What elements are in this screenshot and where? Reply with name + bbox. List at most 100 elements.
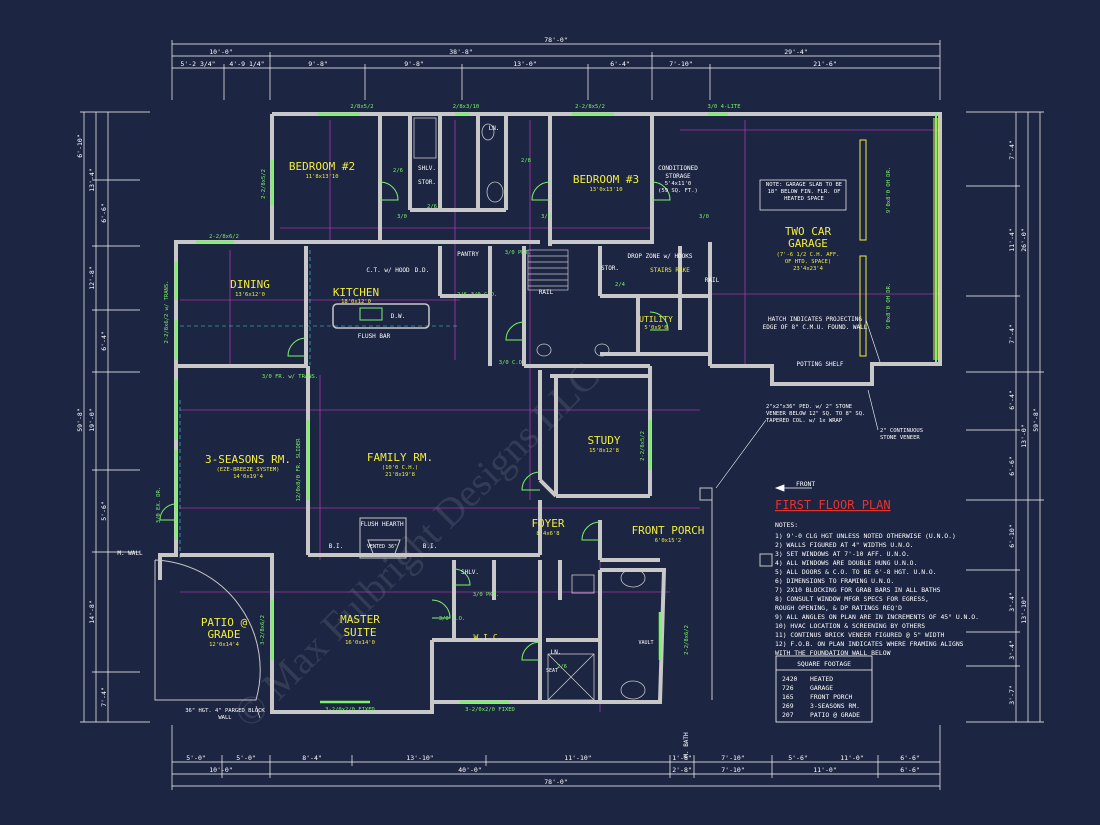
block-wall-note: 36" HGT. 4" PARGED BLOCK WALL [185, 708, 264, 721]
note-2: 2) WALLS FIGURED AT 4" WIDTHS U.N.O. [775, 541, 914, 549]
top-dim-3-2: 9'-8" [308, 60, 328, 68]
window-label-2: 2-2/8x5/2 [261, 169, 267, 199]
bottom-overall-dim: 78'-0" [544, 778, 567, 786]
label-shlv-2: SHLV. [461, 569, 479, 576]
label-bi-right: B.I. [423, 543, 437, 550]
patio-curve [154, 559, 261, 701]
right-mid-dim-0: 26'-0" [1020, 228, 1028, 251]
room-wic-label: W.I.C. [474, 633, 503, 642]
room-bedroom-2-size: 11'8x13'10 [305, 174, 338, 180]
bottom-dim-2-4: 11'-0" [813, 766, 836, 774]
label-m-wall: M. WALL [117, 550, 143, 557]
top-dim-3-3: 9'-8" [404, 60, 424, 68]
door-label-1: 2/6 [427, 204, 437, 210]
window-label-4: 2-2/8x6/2 [209, 234, 239, 240]
room-master-label: MASTER [340, 613, 380, 626]
sqft-value-3: 269 [782, 702, 794, 710]
window-fixed-left: 3-2/0x2/0 FIXED [325, 707, 375, 713]
sqft-label-1: GARAGE [810, 684, 833, 692]
sqft-value-1: 726 [782, 684, 794, 692]
label-stor: STOR. [601, 265, 619, 272]
room-study-label: STUDY [587, 434, 620, 447]
label-m-bath: M. BATH [683, 732, 690, 758]
note-3: 3) SET WINDOWS AT 7'-10 AFF. U.N.O. [775, 550, 910, 558]
label-vented: VENTED 36" [367, 544, 397, 550]
right-dim-2: 7'-4" [1008, 324, 1016, 344]
note-5: 5) ALL DOORS & C.O. TO BE 6'-8 HGT. U.N.… [775, 568, 937, 576]
door-label-10: 3/0 C.O. [499, 360, 526, 366]
window-fixed-right: 3-2/0x2/0 FIXED [465, 707, 515, 713]
top-dim-2-2: 29'-4" [784, 48, 807, 56]
label-stor-2: STOR. [418, 179, 436, 186]
bottom-dim-1-3: 13'-10" [406, 754, 433, 762]
room-dining-size: 13'6x12'0 [235, 292, 265, 298]
door-label-5: 3/0 [699, 214, 709, 220]
label-dd: D.D. [415, 267, 429, 274]
room-master-label-2: SUITE [343, 626, 376, 639]
left-dim-2: 6'-6" [100, 203, 108, 223]
bottom-dim-1-9: 6'-6" [900, 754, 920, 762]
bottom-dim-2-0: 10'-0" [209, 766, 232, 774]
door-label-7: 3/0 C.O. [471, 292, 498, 298]
fireplace [359, 517, 407, 559]
square-footage-table: SQUARE FOOTAGE 2420 HEATED 726 GARAGE 16… [775, 655, 873, 723]
door-label-8: 2/6 [457, 292, 467, 298]
door-label-13: 3/0 C.O. [439, 616, 466, 622]
front-arrow [774, 484, 812, 492]
right-dim-4: 6'-6" [1008, 456, 1016, 476]
door-label-15: 2/6 [557, 664, 567, 670]
note-7: 7) 2X10 BLOCKING FOR GRAB BARS IN ALL BA… [775, 586, 941, 594]
label-ct-hood: C.T. w/ HOOD [366, 267, 410, 274]
right-mid-dim-1: 13'-0" [1020, 424, 1028, 447]
sqft-title: SQUARE FOOTAGE [797, 660, 851, 668]
leader-lines [255, 319, 881, 719]
sqft-label-3: 3-SEASONS RM. [810, 702, 860, 710]
right-dim-5: 6'-10" [1008, 524, 1016, 547]
bottom-dim-1-5: 1'-8" [672, 754, 692, 762]
label-vault: VAULT [638, 640, 653, 646]
left-overall-dim: 59'-8" [76, 408, 84, 431]
door-label-2: 2/4 [615, 282, 626, 288]
sqft-value-0: 2420 [782, 675, 798, 683]
porch-column-note: 2"x2"x36" PED. w/ 2" STONE VENEER BELOW … [766, 404, 865, 424]
bottom-dim-1-0: 5'-0" [186, 754, 206, 762]
door-label-9: 3/0 PKT. [505, 250, 532, 256]
top-dimensions [171, 40, 941, 100]
label-flush-bar: FLUSH BAR [358, 333, 391, 340]
label-stairs-rake: STAIRS RAKE [650, 267, 690, 274]
left-dim-3: 12'-8" [88, 266, 96, 289]
garage-door-1: 9'0x8'0 OH DR. [886, 167, 892, 213]
room-storage-label: CONDITIONED [658, 165, 698, 172]
top-dim-3-7: 21'-6" [813, 60, 836, 68]
porch-columns [699, 487, 773, 700]
top-overall-dim: 78'-0" [544, 36, 567, 44]
top-dim-3-4: 13'-0" [513, 60, 536, 68]
door-swings [159, 181, 671, 661]
label-ln-2: LN. [551, 649, 562, 656]
room-garage-ceiling-2: OF HTD. SPACE) [785, 259, 831, 265]
dashed-reference-lines [179, 250, 460, 560]
label-bi-left: B.I. [329, 543, 343, 550]
window-label-1: 2/8x3/10 [453, 104, 480, 110]
left-dim-4: 6'-4" [100, 331, 108, 351]
garage-doors [859, 118, 939, 360]
room-storage-sqft: (59 SQ. FT.) [658, 188, 698, 194]
bottom-dim-1-2: 8'-4" [302, 754, 322, 762]
sqft-label-2: FRONT PORCH [810, 693, 852, 701]
room-family-size: 21'8x19'8 [385, 472, 415, 478]
room-bedroom-3-label: BEDROOM #3 [573, 173, 639, 186]
bottom-dim-2-3: 7'-10" [721, 766, 744, 774]
room-bedroom-2-label: BEDROOM #2 [289, 160, 355, 173]
notes-block: NOTES: 1) 9'-0 CLG HGT UNLESS NOTED OTHE… [775, 521, 979, 657]
room-master-size: 16'0x14'0 [345, 640, 375, 646]
door-label-16: 3/0 EX. DR. [156, 487, 162, 523]
plan-title: FIRST FLOOR PLAN [775, 498, 891, 512]
door-label-6: 2/8 [521, 158, 531, 164]
label-seat: SEAT [546, 668, 558, 674]
window-label-5: 3-2/8x6/2 [260, 615, 266, 645]
front-label: FRONT [796, 480, 815, 488]
note-12: 12) F.O.B. ON PLAN INDICATES WHERE FRAMI… [775, 640, 964, 648]
room-kitchen-size: 18'0x12'0 [341, 299, 371, 305]
right-dim-7: 3'-4" [1008, 640, 1016, 660]
label-potting-shelf: POTTING SHELF [797, 361, 844, 368]
